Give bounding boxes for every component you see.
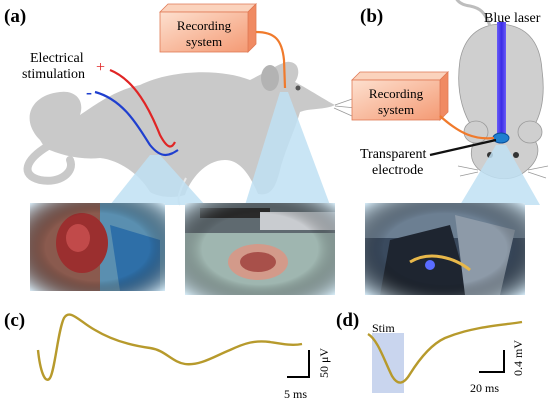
panel-label-d: (d) [336,310,359,331]
blue-laser-beam [497,22,506,140]
blue-laser-label: Blue laser [484,11,541,26]
mouse-eye-right [513,152,519,158]
scalebar-c: 50 μV 5 ms [284,348,331,401]
rat-ear [261,65,279,91]
projection-cone-head [245,92,330,205]
panel-c: (c) 50 μV 5 ms [4,310,331,401]
scalebar-c-time: 5 ms [284,387,307,401]
projection-cone-b [460,145,540,205]
electrical-stimulation-label-2: stimulation [22,67,85,82]
recording-wire-a [255,30,287,89]
plus-sign: + [96,59,105,76]
trace-c [36,313,303,381]
mouse-ear-left [463,120,489,144]
recording-system-box-b: Recording system [351,71,449,121]
panel-label-a: (a) [4,6,26,27]
panel-label-b: (b) [360,6,383,27]
panel-a: (a) Electrical stimulation + - Recording… [4,3,357,295]
electrical-stimulation-label-1: Electrical [30,51,84,66]
recording-system-box-a: Recording system [159,3,257,53]
recording-system-b-label-1: Recording [369,86,424,101]
photo-head-surgery [185,203,335,295]
photo-optogenetic-setup [365,203,525,295]
negative-wire [94,90,179,157]
minus-sign: - [86,82,92,102]
panel-b: (b) Blue laser Recording system Tra [351,0,549,295]
electrode-pointer [429,138,497,157]
recording-wire-b [439,115,495,140]
photo-heart [30,203,165,291]
rat-eye [295,85,301,91]
stim-label: Stim [372,321,395,335]
transparent-electrode-label-1: Transparent [360,147,426,162]
recording-system-b-label-2: system [378,102,414,117]
scalebar-d: 0.4 mV 20 ms [470,340,525,395]
mouse-ear-right [517,120,543,144]
positive-wire [109,68,176,148]
scalebar-d-amplitude: 0.4 mV [511,340,525,376]
trace-d [367,320,523,384]
transparent-electrode-label-2: electrode [372,163,423,178]
mouse-whiskers [457,165,549,179]
rat-tail [23,142,75,185]
laser-spot [492,132,510,144]
panel-d: (d) Stim 0.4 mV 20 ms [336,310,525,395]
scalebar-c-amplitude: 50 μV [317,348,331,378]
recording-system-a-label-1: Recording [177,18,232,33]
panel-label-c: (c) [4,310,25,331]
mouse-tail [455,0,492,27]
scalebar-d-time: 20 ms [470,381,499,395]
projection-cone-heart [110,155,205,205]
recording-system-a-label-2: system [186,34,222,49]
